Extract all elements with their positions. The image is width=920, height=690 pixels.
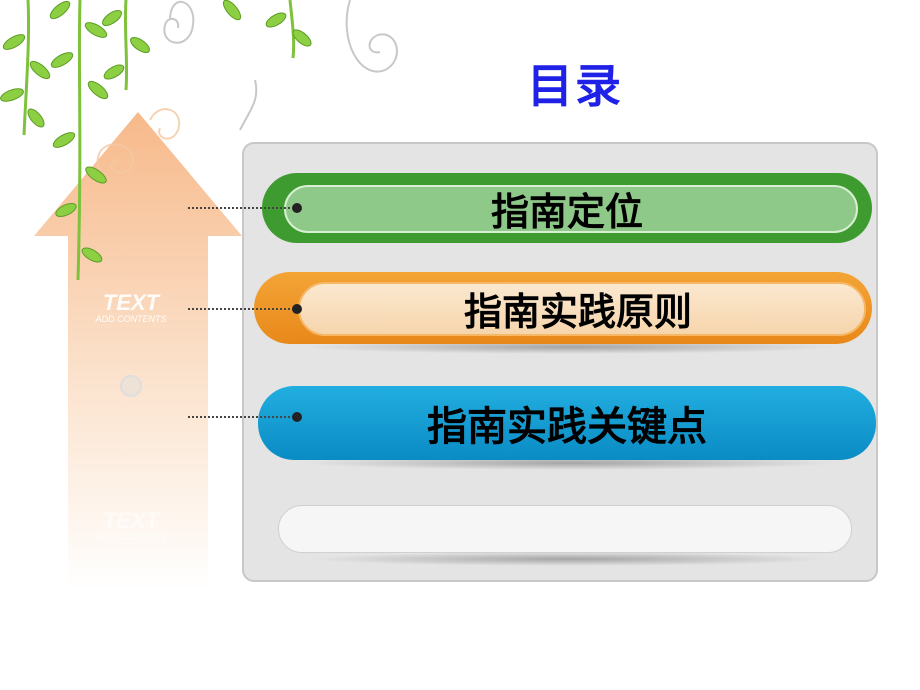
arrow-label-2-title: TEXT — [102, 508, 160, 533]
menu-shadow-4 — [310, 552, 830, 566]
menu-item-label: 指南定位 — [490, 189, 643, 234]
leader-dot-icon — [292, 203, 302, 213]
menu-item-empty[interactable] — [278, 505, 852, 553]
leader-dot-icon — [292, 304, 302, 314]
menu-item-practice-principles[interactable]: 指南实践原则 — [254, 272, 872, 344]
menu-item-inner — [284, 185, 858, 233]
leader-line-3 — [188, 412, 302, 422]
leader-line-1 — [188, 203, 302, 213]
leader-line-2 — [188, 304, 302, 314]
menu-item-practice-key-points[interactable]: 指南实践关键点 — [258, 386, 876, 460]
arrow-bubble-icon — [120, 375, 142, 397]
arrow-label-1-subtitle: ADD CONTENTS — [95, 314, 167, 324]
arrow-label-2-subtitle: ADD CONTENTS — [95, 532, 167, 542]
arrow-shape — [34, 112, 242, 590]
menu-item-label: 指南实践关键点 — [427, 404, 707, 450]
menu-item-label: 指南实践原则 — [463, 289, 692, 334]
menu-item-guide-positioning[interactable]: 指南定位 — [262, 173, 872, 243]
arrow-label-1-title: TEXT — [102, 290, 160, 315]
leader-dot-icon — [292, 412, 302, 422]
menu-item-inner — [298, 282, 866, 336]
arrow-label-2: TEXT ADD CONTENTS — [71, 508, 191, 543]
slide-title: 目录 — [527, 59, 623, 113]
arrow-label-1: TEXT ADD CONTENTS — [71, 290, 191, 325]
